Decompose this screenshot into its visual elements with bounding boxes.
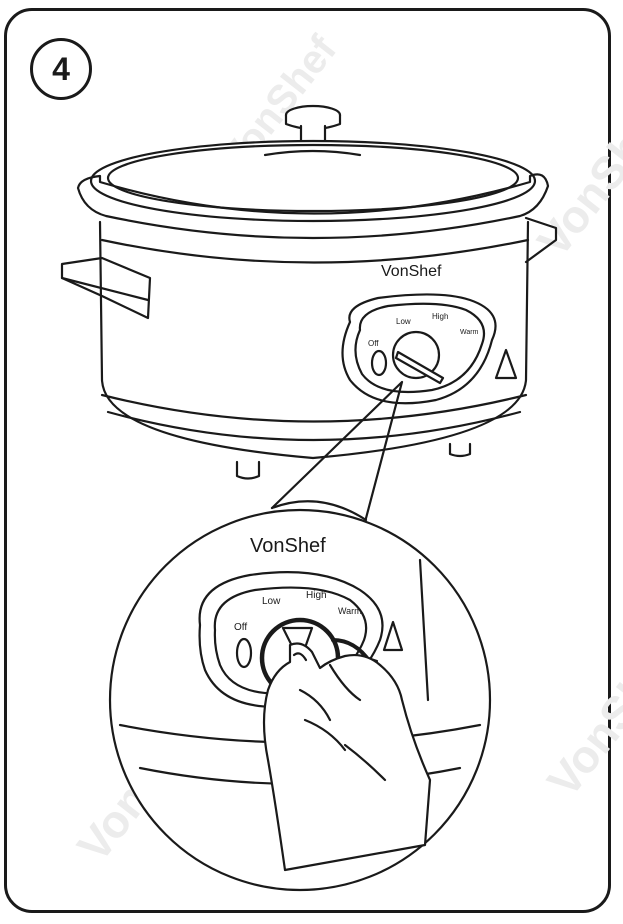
dial-label-off: Off: [368, 339, 379, 348]
glass-lid: [89, 139, 537, 223]
zoom-dial-label-high: High: [306, 590, 327, 601]
dial-label-warm: Warm: [460, 329, 479, 336]
left-handle: [60, 256, 152, 320]
zoom-dial-label-off: Off: [234, 622, 247, 633]
warning-triangle-icon: [382, 620, 404, 652]
control-panel: [341, 293, 497, 405]
step-number: 4: [52, 50, 70, 87]
step-number-badge: 4: [30, 38, 92, 100]
warning-triangle-icon: [494, 348, 518, 380]
cooker-body: [98, 220, 530, 460]
right-handle: [524, 216, 558, 264]
zoom-callout-beam: [270, 380, 404, 524]
zoom-dial-label-low: Low: [262, 596, 281, 607]
zoom-dial-label-warm: Warm: [338, 606, 362, 616]
watermark: VonShef: [537, 629, 623, 806]
brand-label: VonShef: [381, 263, 442, 280]
cooker-feet: [235, 460, 261, 480]
zoom-brand-label: VonShef: [250, 535, 326, 557]
zoom-detail-circle: [108, 508, 492, 892]
watermark: VonShef: [527, 89, 623, 266]
dial-label-low: Low: [396, 317, 411, 326]
dial-label-high: High: [432, 312, 448, 321]
cooker-rim: [76, 173, 550, 240]
hand: [262, 642, 432, 872]
